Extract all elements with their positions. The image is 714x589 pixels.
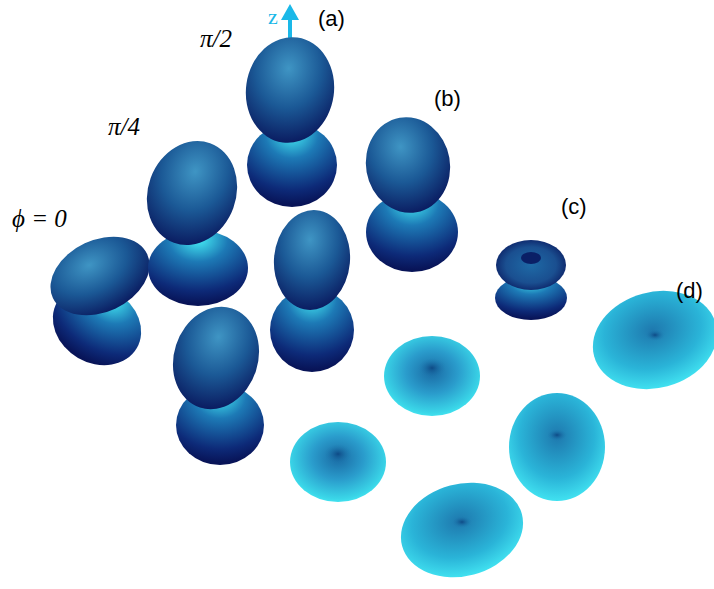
- panel-label: (d): [676, 280, 703, 302]
- angle-label: π/2: [200, 26, 232, 51]
- axis-label: z: [268, 6, 278, 28]
- angle-label: π/4: [108, 114, 140, 139]
- panel-label: (b): [434, 88, 461, 110]
- panel-label: (a): [318, 8, 345, 30]
- panel-label: (c): [561, 196, 587, 218]
- angle-label: ϕ = 0: [12, 206, 67, 231]
